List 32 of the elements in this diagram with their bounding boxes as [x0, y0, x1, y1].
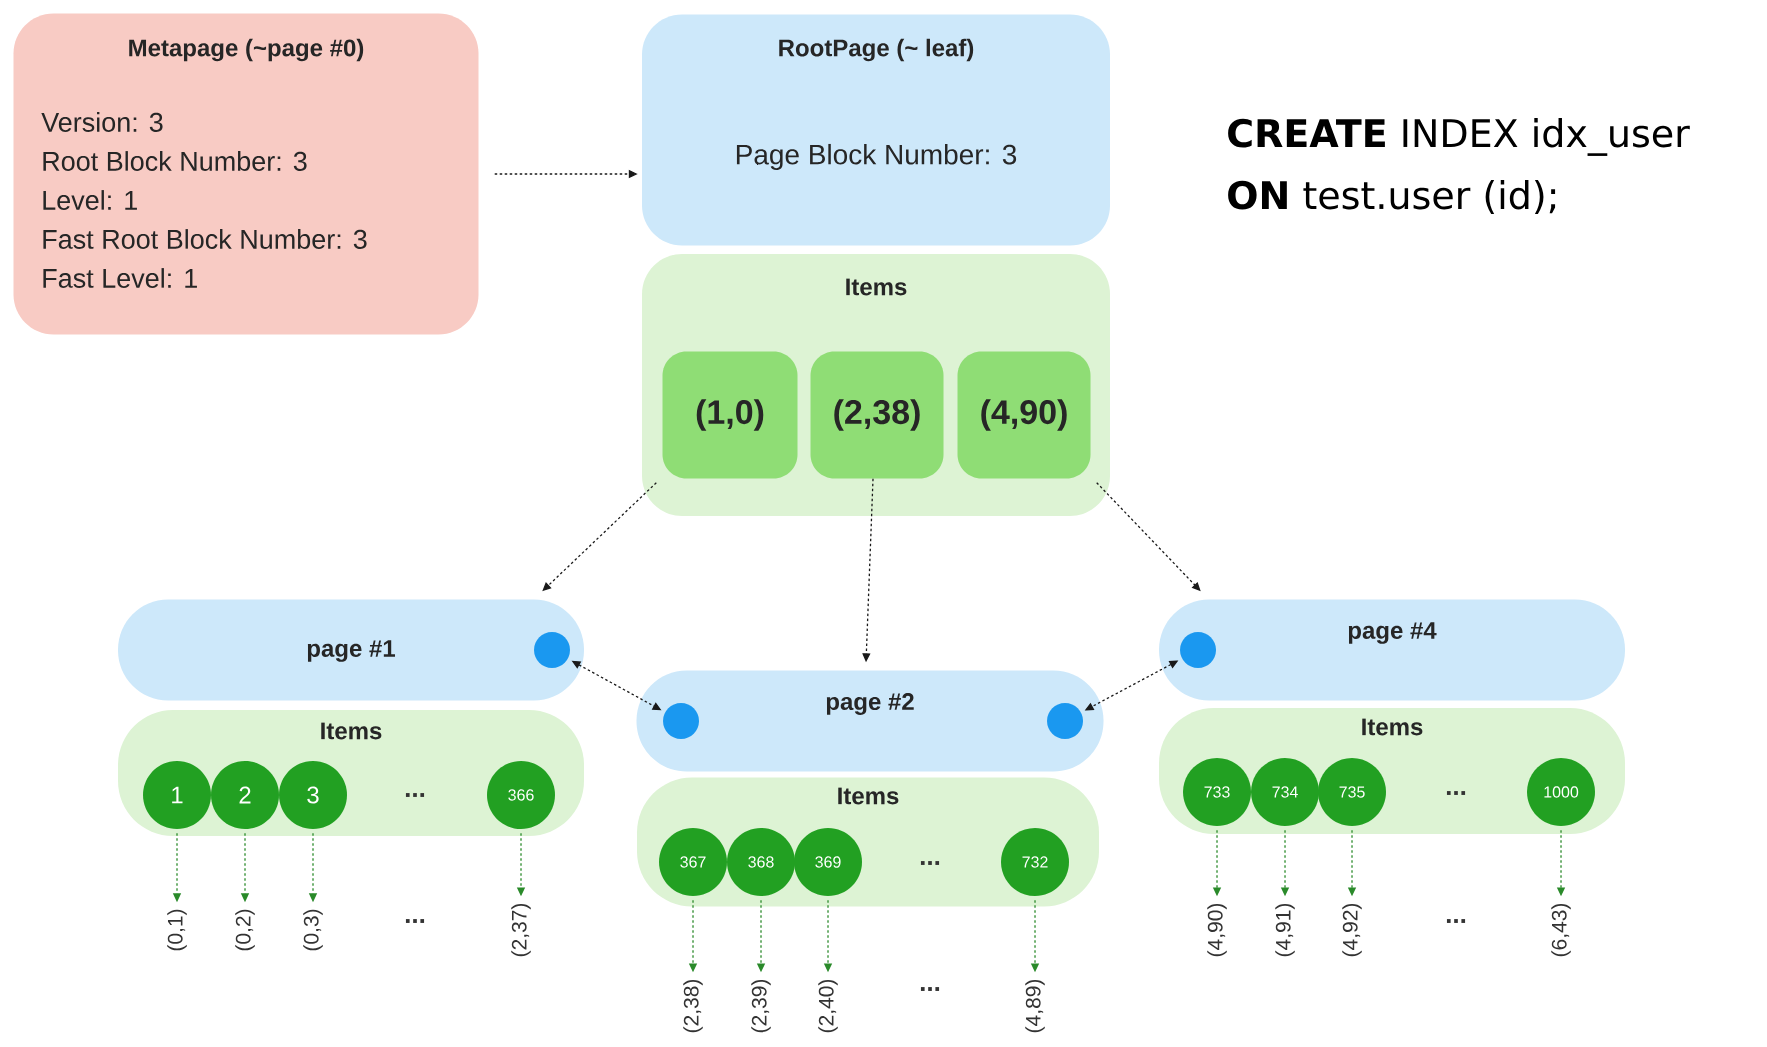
- sql-statement: CREATE INDEX idx_user: [1228, 118, 1690, 156]
- ellipsis: ...: [405, 919, 425, 923]
- tuple-label: (0,1): [167, 909, 187, 951]
- ellipsis: ...: [405, 793, 425, 797]
- link-dot: [1180, 632, 1216, 668]
- ellipsis: ...: [920, 861, 940, 865]
- page-box: page #1: [118, 599, 584, 701]
- link-dot: [663, 703, 699, 739]
- tuple-label: (4,90): [1207, 903, 1227, 957]
- tuple-label: (2,38): [683, 979, 703, 1033]
- tuple-label: (2,40): [818, 979, 838, 1033]
- tuple-label: (2,39): [751, 979, 771, 1033]
- tuple-label: (4,92): [1342, 903, 1362, 957]
- tuple-label: (2,37): [511, 903, 531, 957]
- tuple-label: (0,2): [235, 909, 255, 951]
- page-box: page #2: [636, 670, 1104, 772]
- tuple-label: (4,89): [1025, 979, 1045, 1033]
- tuple-label: (6,43): [1551, 903, 1571, 957]
- item-cell: (4,90): [957, 351, 1091, 479]
- item-cell: (1,0): [662, 351, 798, 479]
- link-dot: [1047, 703, 1083, 739]
- ellipsis: ...: [920, 987, 940, 991]
- ellipsis: ...: [1446, 791, 1466, 795]
- tuple-label: (4,91): [1275, 903, 1295, 957]
- page-box: page #4: [1159, 599, 1625, 701]
- ellipsis: ...: [1446, 919, 1466, 923]
- item-cell: (2,38): [810, 351, 944, 479]
- sql-statement: ON test.user (id);: [1228, 180, 1556, 214]
- tuple-label: (0,3): [303, 909, 323, 951]
- metapage-box: Metapage (~page #0) Version: 3 Root Block Number: 3 Level: 1 Fast Root Block Number: 3 Fast Level: 1: [13, 13, 479, 335]
- link-dot: [534, 632, 570, 668]
- root-page-box: RootPage (~ leaf) Page Block Number: 3: [642, 14, 1110, 246]
